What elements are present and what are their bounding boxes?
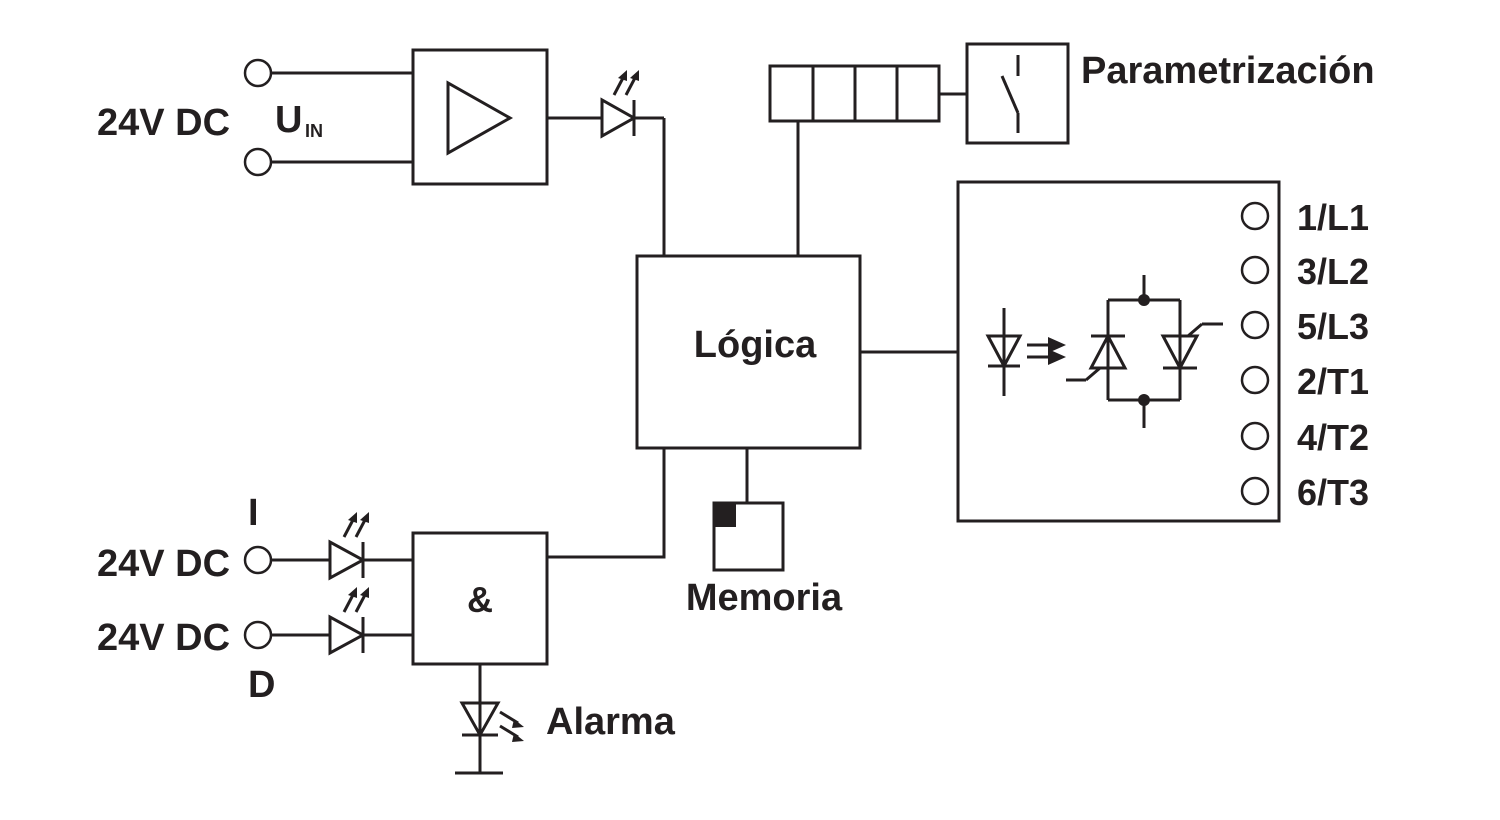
logic-label: Lógica — [694, 324, 817, 366]
supply-input: 24V DC U IN — [97, 58, 413, 177]
input-i-voltage-label: 24V DC — [97, 543, 230, 585]
switch-icon — [1000, 55, 1020, 133]
output-terminals — [1240, 201, 1270, 506]
terminal-label-2: 3/L2 — [1297, 251, 1369, 292]
logic-block: Lógica — [635, 254, 862, 450]
alarm-label: Alarma — [546, 701, 676, 743]
input-d-terminal — [243, 620, 273, 650]
supply-subscript-label: IN — [305, 121, 323, 141]
output-terminal-5 — [1240, 421, 1270, 451]
amplifier-triangle-icon — [446, 80, 514, 156]
output-terminal-4 — [1240, 365, 1270, 395]
memory-label: Memoria — [686, 577, 843, 619]
optocoupler-led-icon — [985, 308, 1066, 396]
input-d-voltage-label: 24V DC — [97, 617, 230, 659]
triac-icon — [1066, 275, 1223, 428]
memory-indicator-icon — [714, 503, 736, 527]
output-terminal-1 — [1240, 201, 1270, 231]
and-gate-block: & — [411, 531, 549, 666]
input-d-label: D — [248, 664, 275, 706]
memory-block: Memoria — [686, 448, 843, 619]
input-i-led-icon — [328, 512, 369, 581]
parametrization-label: Parametrización — [1081, 50, 1375, 92]
alarm-output: Alarma — [455, 664, 676, 775]
supply-terminal-top — [243, 58, 273, 88]
output-stage-block — [956, 180, 1281, 523]
supply-terminal-bottom — [243, 147, 273, 177]
output-terminal-6 — [1240, 476, 1270, 506]
input-d-led-icon — [328, 587, 369, 656]
parametrization-block: Parametrización — [768, 42, 1375, 145]
control-input-d: 24V DC D — [97, 587, 413, 706]
and-gate-label: & — [467, 579, 493, 620]
output-terminal-labels: 1/L1 3/L2 5/L3 2/T1 4/T2 6/T3 — [1297, 197, 1369, 513]
input-i-label: I — [248, 492, 259, 534]
supply-voltage-label: 24V DC — [97, 102, 230, 144]
terminal-label-6: 6/T3 — [1297, 472, 1369, 513]
input-i-terminal — [243, 545, 273, 575]
supply-symbol-label: U — [275, 99, 302, 141]
alarm-led-icon — [459, 701, 524, 742]
output-terminal-2 — [1240, 255, 1270, 285]
power-led-icon — [547, 70, 664, 139]
terminal-label-3: 5/L3 — [1297, 306, 1369, 347]
amplifier-block — [411, 48, 549, 186]
terminal-label-4: 2/T1 — [1297, 361, 1369, 402]
terminal-label-5: 4/T2 — [1297, 417, 1369, 458]
terminal-label-1: 1/L1 — [1297, 197, 1369, 238]
output-terminal-3 — [1240, 310, 1270, 340]
control-input-i: I 24V DC — [97, 492, 413, 585]
